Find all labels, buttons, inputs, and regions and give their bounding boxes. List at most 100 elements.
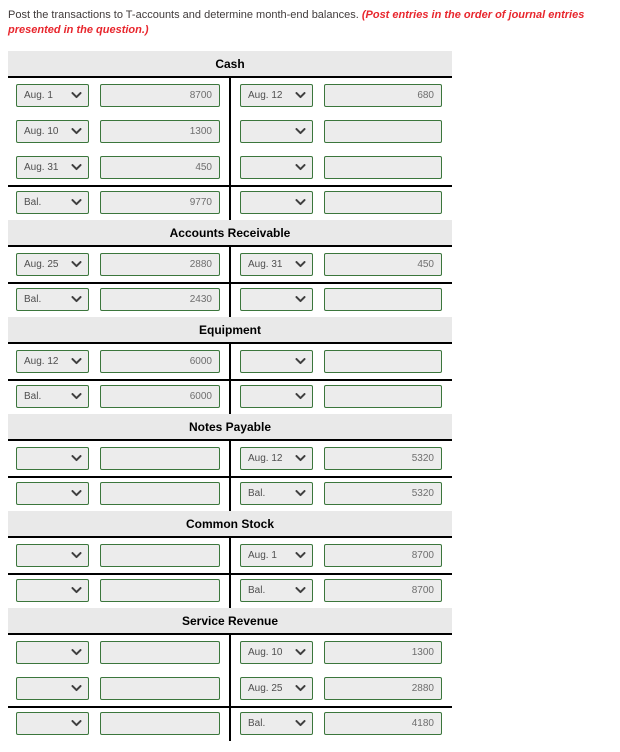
amount-input[interactable]: [100, 350, 220, 373]
t-divider-vertical: [229, 247, 231, 317]
amount-input[interactable]: [324, 84, 442, 107]
chevron-down-icon: [295, 490, 306, 497]
amount-input[interactable]: [324, 350, 442, 373]
date-select[interactable]: [240, 156, 313, 179]
amount-input[interactable]: [100, 447, 220, 470]
date-select-value: Aug. 10: [248, 647, 283, 658]
account-title: Cash: [8, 51, 452, 76]
date-select[interactable]: Aug. 1: [240, 544, 313, 567]
date-select[interactable]: Aug. 10: [16, 120, 89, 143]
amount-input[interactable]: [324, 191, 442, 214]
chevron-down-icon: [71, 649, 82, 656]
date-select[interactable]: Bal.: [16, 385, 89, 408]
instruction-normal: Post the transactions to T-accounts and …: [8, 9, 362, 21]
date-select[interactable]: Aug. 10: [240, 641, 313, 664]
date-select[interactable]: Bal.: [240, 712, 313, 735]
t-account-row: Bal.: [8, 191, 452, 214]
amount-input[interactable]: [324, 447, 442, 470]
amount-input[interactable]: [100, 579, 220, 602]
amount-input[interactable]: [324, 677, 442, 700]
date-select[interactable]: [16, 712, 89, 735]
date-select[interactable]: [16, 579, 89, 602]
date-select[interactable]: [240, 350, 313, 373]
date-select[interactable]: Aug. 25: [16, 253, 89, 276]
t-half-right: Aug. 10: [230, 641, 452, 664]
amount-input[interactable]: [100, 385, 220, 408]
date-select[interactable]: Aug. 1: [16, 84, 89, 107]
amount-input[interactable]: [100, 253, 220, 276]
amount-input[interactable]: [100, 677, 220, 700]
date-select[interactable]: Bal.: [16, 191, 89, 214]
t-half-left: Aug. 25: [8, 253, 230, 276]
date-select[interactable]: [16, 677, 89, 700]
instruction-text: Post the transactions to T-accounts and …: [0, 0, 608, 38]
amount-input[interactable]: [324, 288, 442, 311]
date-select-value: Bal.: [248, 585, 266, 596]
chevron-down-icon: [71, 358, 82, 365]
amount-input[interactable]: [324, 120, 442, 143]
amount-input[interactable]: [324, 544, 442, 567]
amount-input[interactable]: [100, 120, 220, 143]
date-select[interactable]: [16, 544, 89, 567]
date-select[interactable]: Bal.: [240, 579, 313, 602]
amount-input[interactable]: [100, 641, 220, 664]
date-select-value: Aug. 10: [24, 126, 59, 137]
date-select-value: Aug. 1: [248, 550, 277, 561]
date-select[interactable]: Aug. 12: [16, 350, 89, 373]
amount-input[interactable]: [100, 156, 220, 179]
date-select-value: Bal.: [248, 718, 266, 729]
t-divider-vertical: [229, 635, 231, 741]
date-select[interactable]: [16, 482, 89, 505]
date-select[interactable]: Bal.: [16, 288, 89, 311]
date-select[interactable]: [240, 191, 313, 214]
t-half-right: [230, 385, 452, 408]
chevron-down-icon: [295, 393, 306, 400]
amount-input[interactable]: [324, 579, 442, 602]
t-half-left: [8, 544, 230, 567]
amount-input[interactable]: [324, 482, 442, 505]
date-select[interactable]: Aug. 12: [240, 447, 313, 470]
t-half-right: Aug. 25: [230, 677, 452, 700]
chevron-down-icon: [71, 199, 82, 206]
amount-input[interactable]: [324, 712, 442, 735]
t-half-left: [8, 712, 230, 735]
chevron-down-icon: [71, 164, 82, 171]
amount-input[interactable]: [100, 288, 220, 311]
amount-input[interactable]: [324, 641, 442, 664]
date-select[interactable]: [240, 288, 313, 311]
account-title: Notes Payable: [8, 414, 452, 439]
t-account-body: Aug. 1 Bal.: [8, 536, 452, 608]
date-select[interactable]: [240, 385, 313, 408]
date-select[interactable]: Aug. 12: [240, 84, 313, 107]
amount-input[interactable]: [100, 712, 220, 735]
t-entry-rows: Aug. 1 Aug. 12 Aug. 10 Aug. 31: [8, 78, 452, 185]
amount-input[interactable]: [100, 544, 220, 567]
date-select[interactable]: Aug. 25: [240, 677, 313, 700]
date-select[interactable]: [16, 641, 89, 664]
amount-input[interactable]: [100, 482, 220, 505]
t-account-row: Aug. 31: [8, 156, 452, 179]
amount-input[interactable]: [324, 385, 442, 408]
t-account-row: Bal.: [8, 288, 452, 311]
amount-input[interactable]: [324, 253, 442, 276]
date-select[interactable]: [240, 120, 313, 143]
date-select[interactable]: Aug. 31: [240, 253, 313, 276]
amount-input[interactable]: [100, 191, 220, 214]
t-half-left: [8, 579, 230, 602]
account-title: Common Stock: [8, 511, 452, 536]
date-select-value: Aug. 12: [248, 90, 283, 101]
date-select-value: Aug. 12: [24, 356, 59, 367]
date-select-value: Bal.: [24, 294, 42, 305]
amount-input[interactable]: [324, 156, 442, 179]
date-select[interactable]: [16, 447, 89, 470]
t-half-left: Bal.: [8, 288, 230, 311]
date-select[interactable]: Bal.: [240, 482, 313, 505]
chevron-down-icon: [295, 552, 306, 559]
t-account-row: Aug. 1 Aug. 12: [8, 84, 452, 107]
amount-input[interactable]: [100, 84, 220, 107]
date-select[interactable]: Aug. 31: [16, 156, 89, 179]
